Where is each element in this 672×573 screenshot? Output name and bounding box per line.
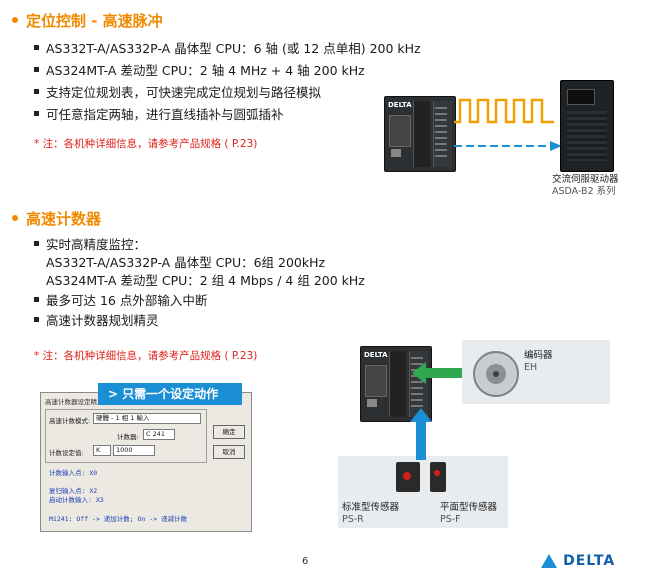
list-item: AS332T-A/AS332P-A 晶体型 CPU：6组 200kHz — [46, 255, 326, 270]
section2-note: * 注：各机种详细信息，请参考产品规格 ( P.23) — [34, 350, 258, 362]
delta-triangle-icon — [541, 553, 557, 568]
section-bullet-dot — [12, 214, 18, 221]
list-item: 可任意指定两轴，进行直线插补与圆弧插补 — [34, 106, 421, 124]
list-item: AS324MT-A 差动型 CPU：2 组 4 Mbps / 4 组 200 k… — [46, 273, 365, 288]
encoder-model: EH — [524, 362, 538, 373]
info-line-mode: M1241: Off -> 递加计数; On -> 递减计数 — [49, 515, 188, 523]
section2-bullets: 实时高精度监控： AS332T-A/AS332P-A 晶体型 CPU：6组 20… — [34, 236, 365, 330]
plc-logo: DELTA — [388, 101, 412, 109]
window-title: 高速计数器设定精灵 — [45, 398, 104, 406]
section1-bullets: AS332T-A/AS332P-A 晶体型 CPU：6 轴 (或 12 点单相)… — [34, 40, 421, 124]
ok-button[interactable]: 确定 — [213, 425, 245, 439]
plc-logo: DELTA — [364, 351, 388, 359]
sensor-flat-image — [430, 462, 446, 492]
counter-select[interactable]: C 241 — [143, 429, 175, 440]
servo-drive-image — [560, 80, 614, 172]
info-line-reset: 复归输入点: X2 — [49, 487, 98, 495]
counter-wizard-window: 高速计数器设定精灵 高速计数模式: 硬體 - 1 相 1 輸入 计数器: C 2… — [40, 392, 252, 532]
section2-title: 高速计数器 — [12, 208, 101, 229]
list-item: 高速计数器规划精灵 — [34, 312, 365, 330]
chevron-right-icon: > — [108, 387, 119, 401]
list-item: AS324MT-A 差动型 CPU：2 轴 4 MHz + 4 轴 200 kH… — [34, 62, 421, 80]
list-item: 支持定位规划表，可快速完成定位规划与路径模拟 — [34, 84, 421, 102]
mode-select[interactable]: 硬體 - 1 相 1 輸入 — [93, 413, 201, 424]
cancel-button[interactable]: 取消 — [213, 445, 245, 459]
servo-model: ASDA-B2 系列 — [552, 186, 616, 197]
sensor1-model: PS-R — [342, 514, 364, 525]
sensor1-label: 标准型传感器 — [342, 502, 400, 513]
preset-prefix[interactable]: K — [93, 445, 111, 456]
servo-label: 交流伺服驱动器 — [552, 174, 619, 185]
pulse-signal-diagram — [454, 98, 562, 151]
section1-title: 定位控制 - 高速脉冲 — [12, 10, 163, 31]
signal-arrow-head — [550, 141, 562, 151]
pulse-train — [454, 98, 554, 124]
preset-input[interactable]: 1000 — [113, 445, 155, 456]
mode-label: 高速计数模式: — [49, 417, 91, 425]
encoder-image — [473, 351, 519, 397]
list-item: 实时高精度监控： — [34, 236, 365, 254]
sensor2-model: PS-F — [440, 514, 461, 525]
green-arrow-left — [412, 362, 462, 384]
setup-callout: >只需一个设定动作 — [98, 383, 242, 405]
delta-logo: DELTA — [540, 550, 615, 569]
info-line-start: 启动计数输入: X3 — [49, 496, 104, 504]
list-item: 最多可达 16 点外部输入中断 — [34, 292, 365, 310]
sensor2-label: 平面型传感器 — [440, 502, 498, 513]
page-number: 6 — [302, 556, 309, 567]
encoder-label: 编码器 — [524, 350, 553, 361]
blue-arrow-up — [410, 408, 432, 460]
sensor-standard-image — [396, 462, 420, 492]
info-line-input: 计数输入点: X0 — [49, 469, 98, 477]
section-bullet-dot — [12, 16, 18, 23]
plc-module-image: DELTA — [384, 96, 456, 172]
counter-label: 计数器: — [117, 433, 139, 441]
section1-note: * 注：各机种详细信息，请参考产品规格 ( P.23) — [34, 138, 258, 150]
list-item: AS332T-A/AS332P-A 晶体型 CPU：6 轴 (或 12 点单相)… — [34, 40, 421, 58]
preset-label: 计数设定值: — [49, 449, 84, 457]
sensor-panel — [338, 456, 508, 528]
